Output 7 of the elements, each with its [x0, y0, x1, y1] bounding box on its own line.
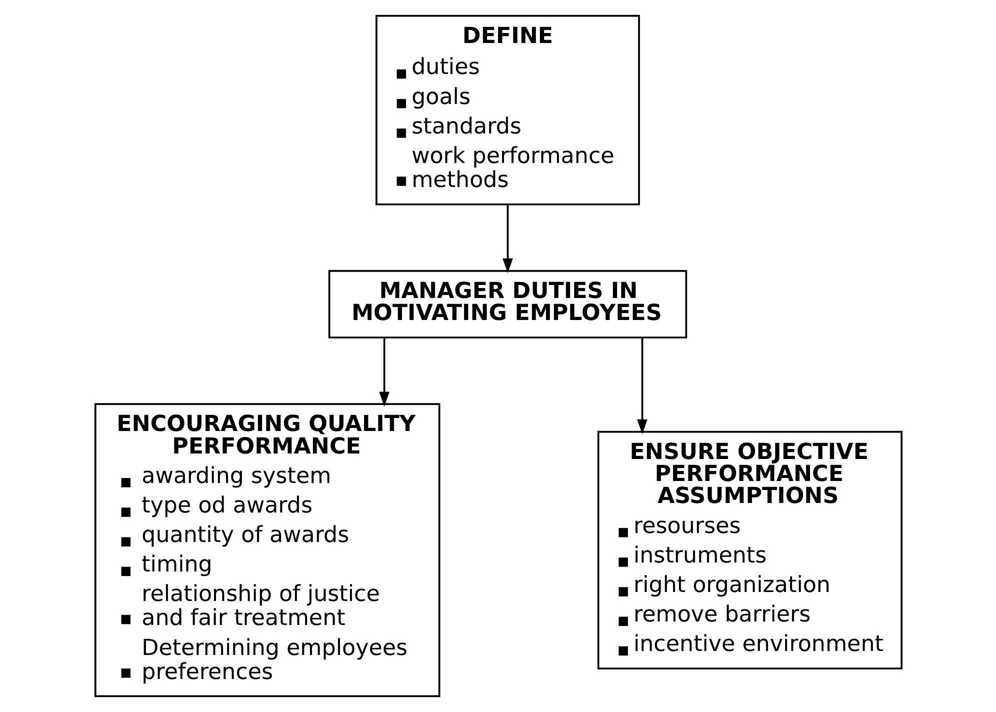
node-box: ENSURE OBJECTIVE PERFORMANCE ASSUMPTIONS resourses instruments right organization remove barriers incentive environment	[596, 430, 902, 670]
node-box: DEFINE duties goals standards work performance methods	[375, 14, 640, 206]
arrow	[502, 204, 512, 274]
arrow	[636, 338, 647, 434]
arrow	[378, 338, 389, 407]
node-box: MANAGER DUTIES IN MOTIVATING EMPLOYEES	[328, 270, 687, 338]
node-box: ENCOURAGING QUALITY PERFORMANCE awarding system type od awards quantity of awards timing relationship of justice and fair treatment Determining employees preferences	[94, 403, 440, 698]
